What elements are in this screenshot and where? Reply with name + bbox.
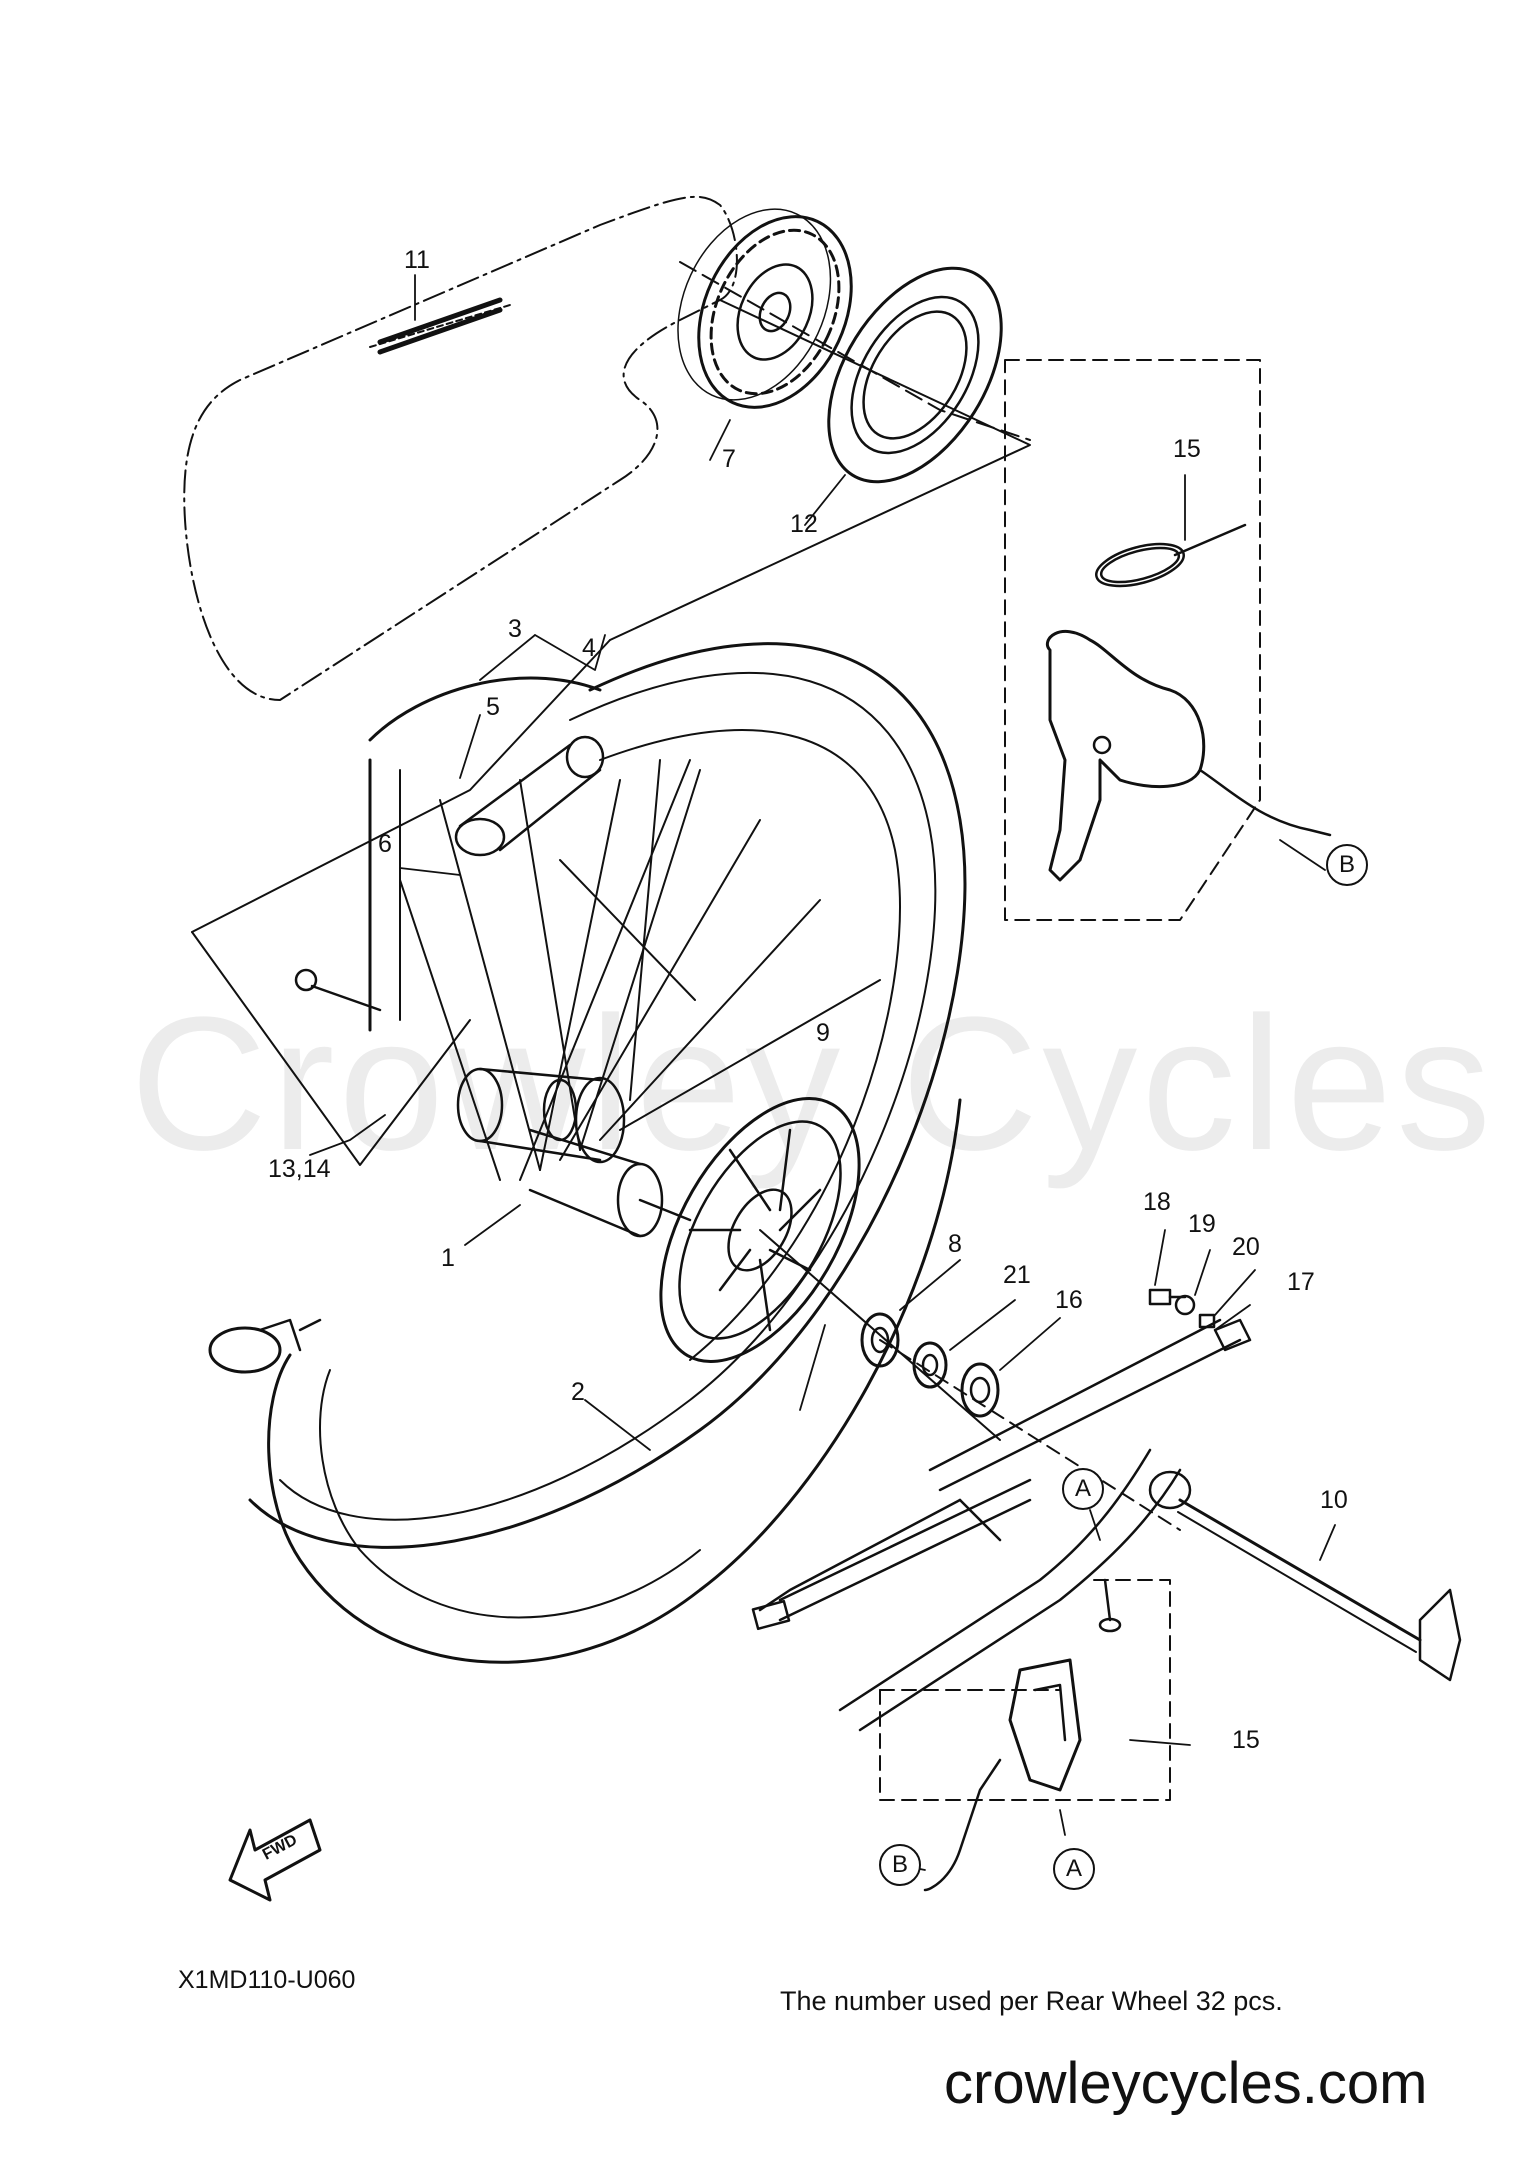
label-part-8: 8 — [948, 1230, 962, 1258]
axle-icon — [1177, 1498, 1462, 1682]
label-part-18: 18 — [1143, 1188, 1171, 1216]
sprocket-icon — [677, 208, 853, 409]
chain-loop — [183, 195, 738, 701]
label-part-1: 1 — [441, 1244, 455, 1272]
label-part-2: 2 — [571, 1378, 585, 1406]
label-part-6: 6 — [378, 830, 392, 858]
caliper-kit-box — [879, 1579, 1171, 1801]
brake-disc-icon — [659, 1097, 861, 1363]
clamp-17-icon — [1213, 1318, 1252, 1352]
label-part-7: 7 — [722, 445, 736, 473]
label-part-17: 17 — [1287, 1268, 1315, 1296]
lever-kit-box — [1004, 359, 1261, 921]
label-part-4: 4 — [582, 634, 596, 662]
cable-coil-icon — [1095, 523, 1247, 588]
label-part-19: 19 — [1188, 1210, 1216, 1238]
label-part-5: 5 — [486, 693, 500, 721]
label-part-12: 12 — [790, 510, 818, 538]
website-link[interactable]: crowleycycles.com — [944, 2051, 1428, 2116]
collar-16-icon — [960, 1362, 1000, 1418]
hub-icon — [456, 1067, 692, 1238]
label-part-10: 10 — [1320, 1486, 1348, 1514]
ref-marker-b-right: B — [1326, 844, 1368, 886]
label-part-21: 21 — [1003, 1261, 1031, 1289]
tube-icon — [454, 735, 605, 857]
brake-lever-icon — [1046, 629, 1332, 882]
label-part-9: 9 — [816, 1019, 830, 1047]
fwd-arrow-icon — [228, 1818, 322, 1902]
label-part-3: 3 — [508, 615, 522, 643]
label-part-15-bottom: 15 — [1232, 1726, 1260, 1754]
ref-marker-b-left: B — [879, 1844, 921, 1886]
label-part-13-14: 13,14 — [268, 1155, 331, 1183]
brake-hose-icon — [751, 1498, 962, 1631]
collar-21-icon — [912, 1341, 948, 1389]
caliper-bolt-icon — [1098, 1578, 1122, 1633]
rim-icon — [248, 642, 967, 1549]
tire-icon — [208, 1098, 962, 1664]
usage-note: The number used per Rear Wheel 32 pcs. — [780, 1986, 1283, 2016]
brake-caliper-icon — [923, 1658, 1082, 1892]
watermark: Crowley Cycles — [130, 978, 1496, 1190]
spokes-icon — [399, 759, 881, 1181]
diagram-code: X1MD110-U060 — [178, 1966, 356, 1994]
sprocket-guard-icon — [827, 266, 1003, 484]
ref-marker-a-lower: A — [1053, 1848, 1095, 1890]
label-part-16: 16 — [1055, 1286, 1083, 1314]
label-part-20: 20 — [1232, 1233, 1260, 1261]
chain-segment-icon — [369, 297, 511, 355]
ref-marker-a-upper: A — [1062, 1468, 1104, 1510]
bolt-icon — [294, 968, 382, 1012]
label-part-11: 11 — [404, 246, 430, 274]
collar-8-icon — [860, 1312, 900, 1368]
nut-20-icon — [1198, 1313, 1216, 1329]
washer-19-icon — [1174, 1294, 1196, 1316]
label-part-15-top: 15 — [1173, 435, 1201, 463]
fork-icon — [778, 1318, 1242, 1732]
